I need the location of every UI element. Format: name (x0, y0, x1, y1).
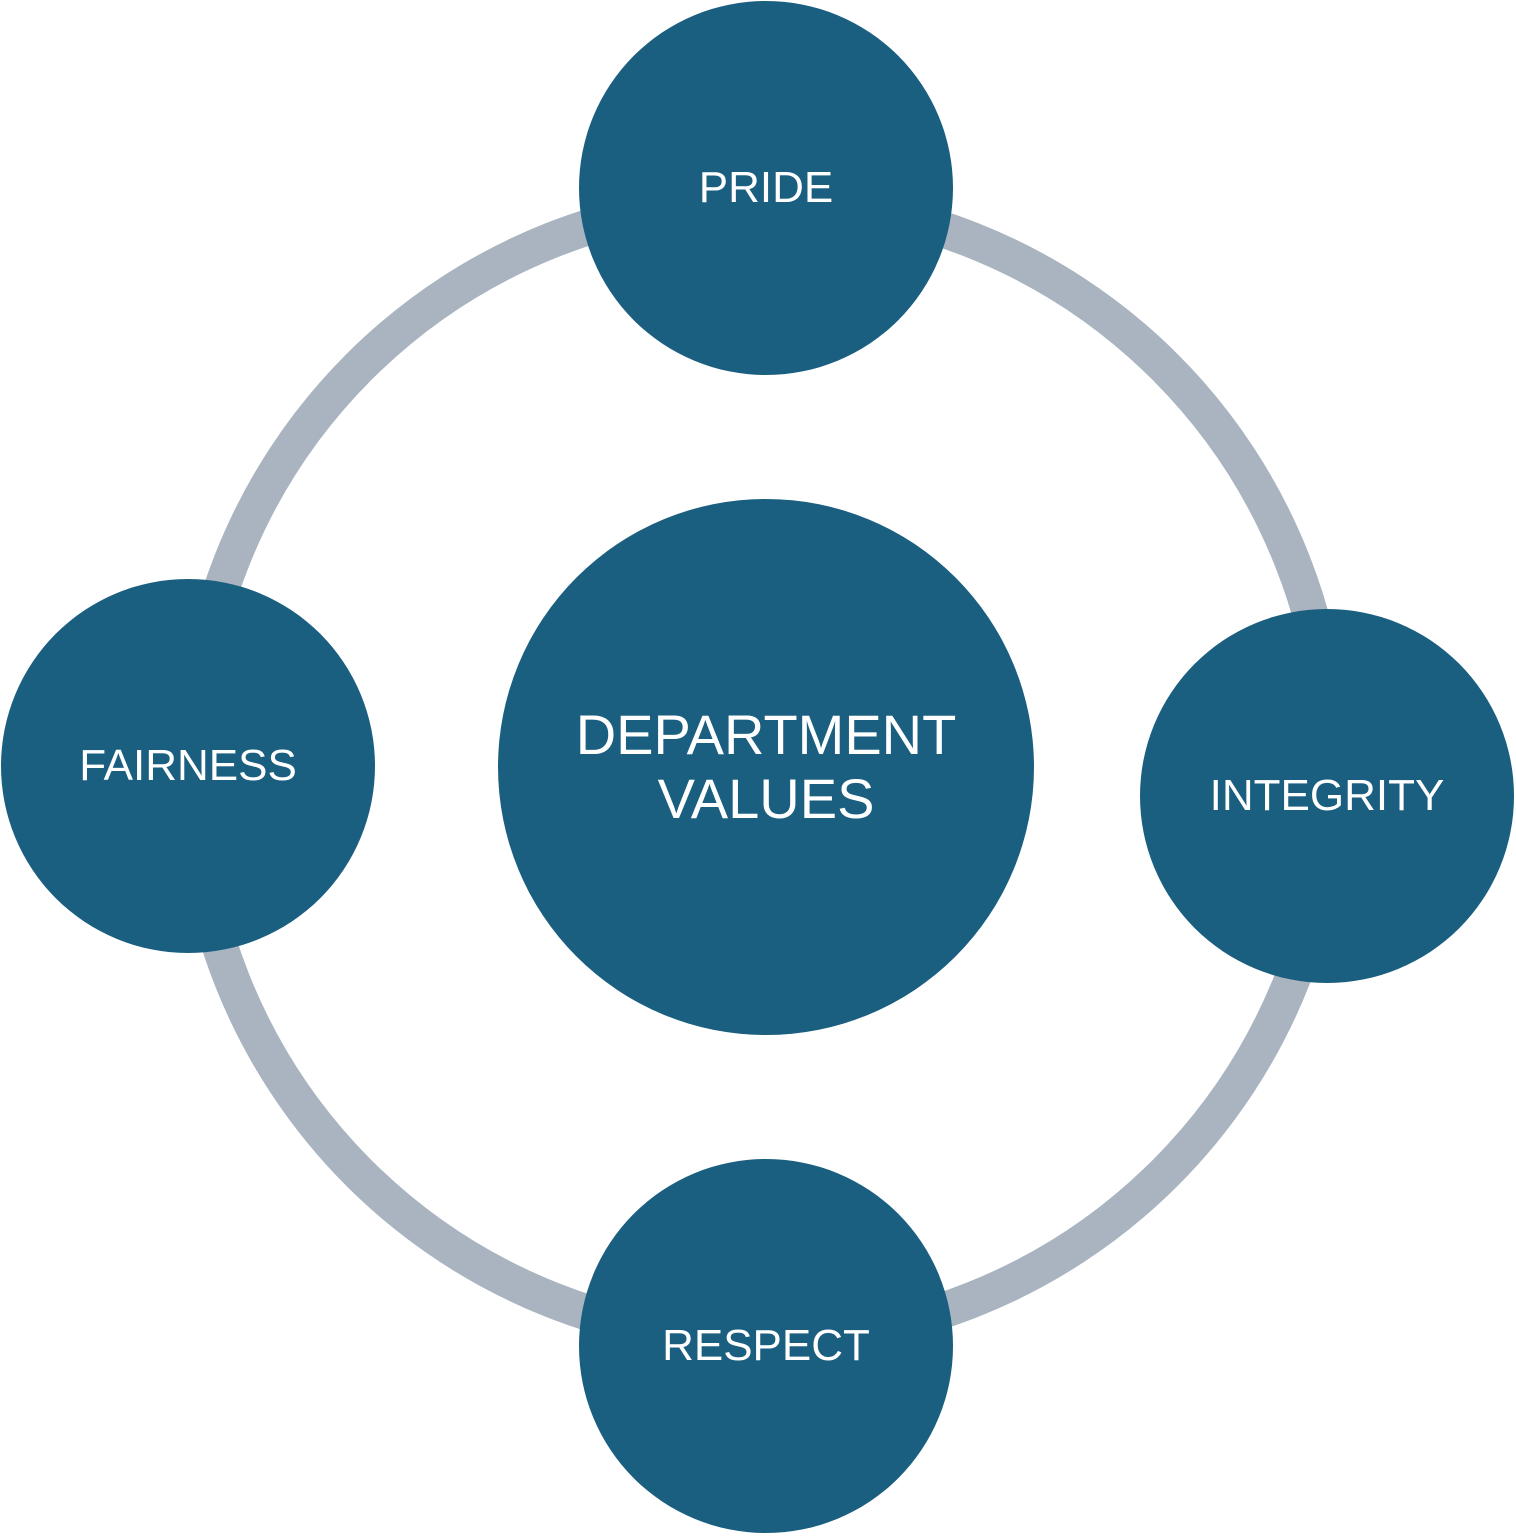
value-integrity: INTEGRITY (1140, 609, 1514, 983)
value-fairness: FAIRNESS (1, 579, 375, 953)
value-label: PRIDE (698, 162, 834, 212)
center-department-values: DEPARTMENT VALUES (498, 499, 1034, 1035)
value-respect: RESPECT (579, 1159, 953, 1533)
value-pride: PRIDE (579, 1, 953, 375)
center-title-line2: VALUES (657, 767, 875, 830)
value-label: FAIRNESS (79, 740, 297, 790)
value-label: RESPECT (662, 1320, 870, 1370)
value-label: INTEGRITY (1209, 770, 1445, 820)
center-title-line1: DEPARTMENT (575, 702, 957, 766)
